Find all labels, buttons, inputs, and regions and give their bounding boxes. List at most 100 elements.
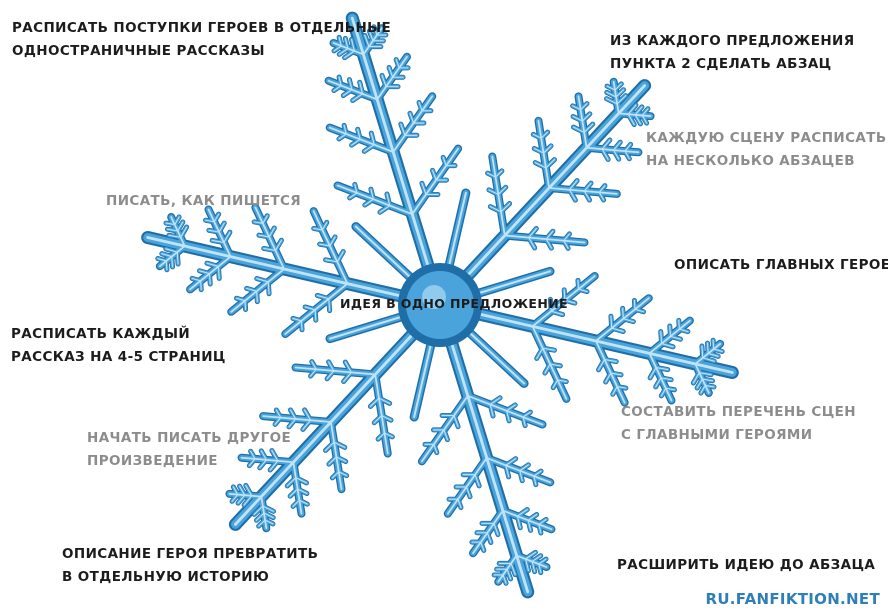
label-upper-left: ПИСАТЬ, КАК ПИШЕТСЯ [106, 193, 302, 209]
arm-twig [395, 59, 400, 69]
arm-twig [538, 518, 547, 525]
arm-twig [237, 494, 246, 504]
arm-twig [540, 131, 549, 139]
arm-twig [563, 240, 569, 249]
arm-twig [223, 231, 231, 244]
arm-twig [692, 372, 700, 384]
arm-twig [536, 347, 544, 359]
arm-twig [613, 149, 620, 160]
arm-twig [616, 386, 627, 389]
arm-twig [286, 477, 297, 487]
arm-twig [245, 484, 253, 497]
arm-twig [359, 81, 364, 95]
arm-twig [208, 273, 211, 285]
arm-twig [606, 91, 617, 98]
arm-branch [374, 373, 389, 455]
arm-twig [304, 306, 316, 311]
arm-twig [516, 515, 521, 529]
arm-twig [313, 227, 323, 231]
arm-branch [189, 255, 232, 291]
arm-branch [617, 112, 652, 118]
arm-twig [377, 432, 386, 440]
arm-twig [563, 289, 566, 301]
arm-twig [598, 191, 605, 201]
arm-twig [633, 299, 636, 310]
arm-twig [239, 485, 246, 496]
arm-twig [603, 358, 617, 363]
arm-branch [577, 95, 588, 149]
arm-twig [292, 499, 300, 507]
arm-twig [338, 76, 342, 87]
arm-twig [527, 513, 538, 521]
arm-branch [515, 554, 548, 568]
arm-twig [352, 93, 364, 102]
arm-twig [572, 105, 582, 111]
arm-twig [494, 170, 503, 178]
arm-twig [357, 128, 361, 140]
arm-branch [332, 42, 365, 56]
arm-twig [319, 243, 331, 247]
arm-twig [577, 279, 580, 290]
arm-branch [170, 216, 186, 247]
arm-twig [624, 143, 632, 152]
arm-twig [253, 221, 264, 224]
arm-twig [338, 36, 342, 47]
arm-twig [549, 363, 561, 367]
arm-twig [704, 384, 715, 388]
arm-twig [298, 499, 308, 505]
arm-twig [388, 66, 394, 78]
arm-branch [548, 187, 618, 195]
arm-twig [527, 519, 532, 531]
arm-branch [531, 275, 596, 328]
arm-twig [300, 320, 303, 331]
arm-twig [713, 348, 723, 353]
arm-twig [269, 460, 279, 471]
arm-twig [598, 358, 606, 371]
arm-twig [259, 459, 267, 469]
arm-twig [370, 132, 375, 146]
arm-twig [564, 299, 576, 304]
arm-twig [218, 222, 225, 233]
arm-twig [533, 147, 545, 154]
arm-branch [336, 184, 414, 216]
arm-twig [364, 34, 370, 48]
arm-twig [557, 379, 567, 383]
arm-branch [230, 268, 285, 313]
arm-twig [271, 450, 279, 462]
arm-twig [373, 26, 378, 36]
arm-twig [544, 363, 551, 374]
arm-twig [400, 123, 406, 136]
arm-twig [606, 85, 616, 91]
arm-branch [491, 155, 506, 237]
arm-branch [694, 363, 710, 394]
arm-twig [264, 519, 274, 525]
arm-branch [292, 461, 303, 515]
arm-twig [292, 317, 302, 322]
arm-twig [321, 221, 328, 231]
arm-twig [166, 228, 179, 232]
snowflake-hub-highlight [422, 285, 446, 309]
arm-twig [706, 342, 709, 355]
arm-twig [235, 297, 246, 302]
arm-twig [205, 219, 215, 223]
arm-twig [443, 429, 449, 441]
arm-twig [369, 397, 380, 407]
arm-twig [605, 98, 618, 105]
arm-twig [370, 188, 374, 200]
arm-twig [316, 294, 330, 300]
arm-twig [338, 47, 349, 55]
arm-twig [453, 414, 459, 428]
arm-twig [381, 74, 387, 88]
arm-twig [502, 574, 507, 584]
arm-twig [610, 315, 613, 329]
arm-twig [198, 270, 211, 275]
arm-twig [702, 357, 715, 362]
arm-twig [177, 221, 184, 232]
arm-twig [552, 379, 559, 389]
arm-branch [207, 208, 232, 258]
arm-twig [627, 104, 637, 115]
arm-twig [489, 397, 501, 405]
arm-twig [457, 498, 462, 509]
arm-twig [246, 287, 258, 292]
